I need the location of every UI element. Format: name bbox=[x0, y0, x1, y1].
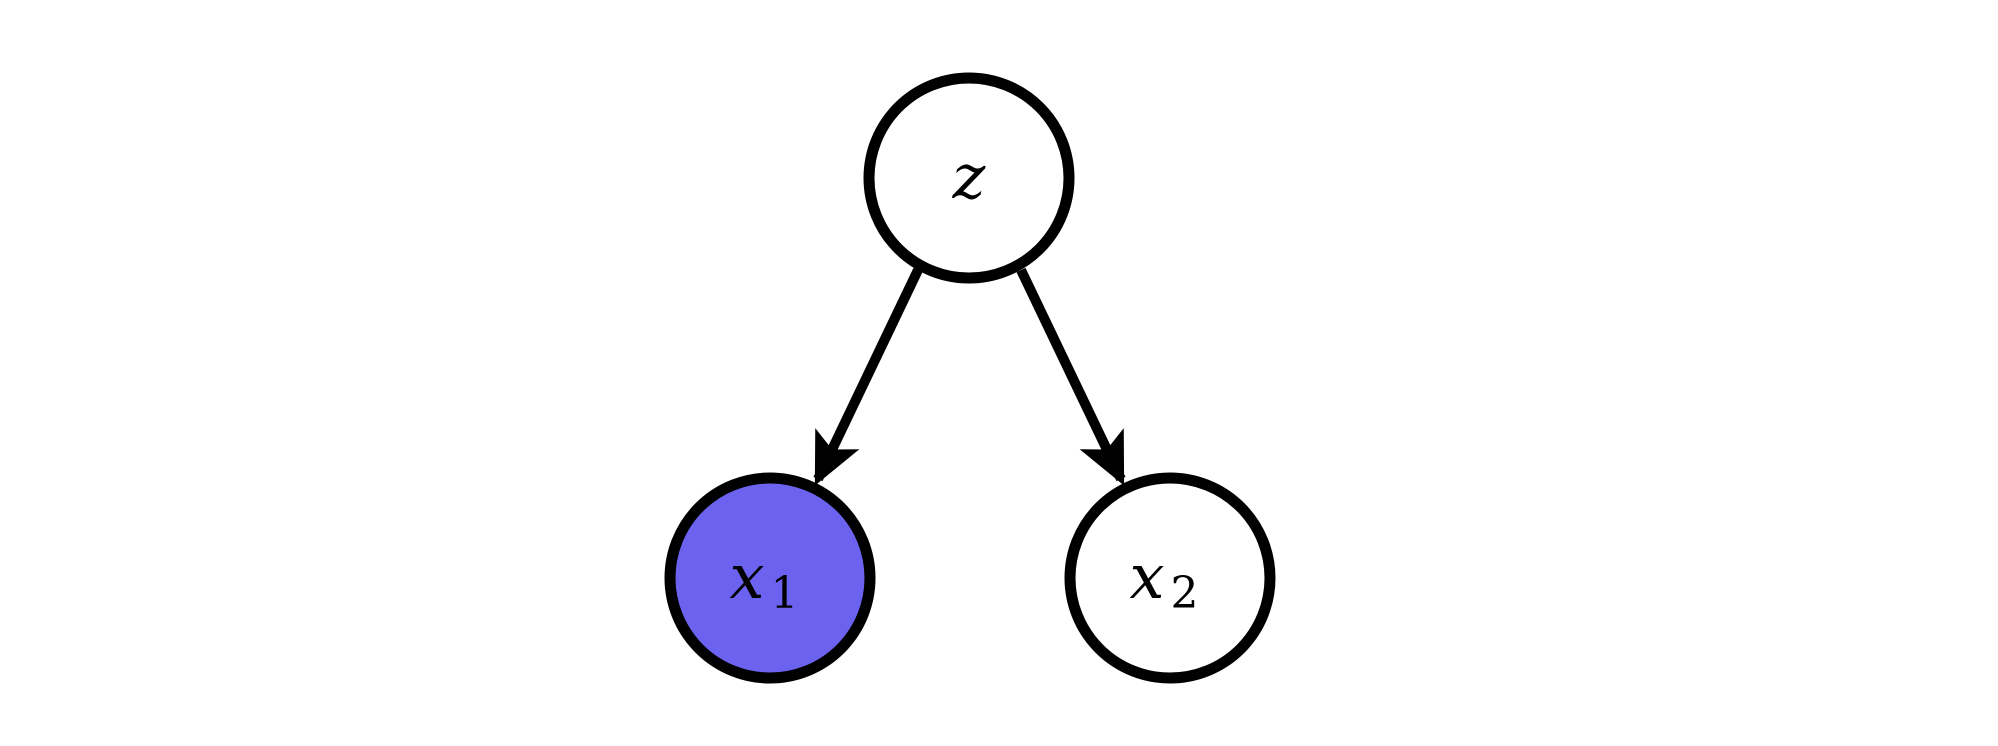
node-z-label: z bbox=[952, 140, 986, 213]
node-x2-circle[interactable] bbox=[1064, 472, 1276, 684]
node-x1-circle[interactable] bbox=[664, 472, 876, 684]
edge-group bbox=[813, 267, 1126, 486]
node-x1-subscript: 1 bbox=[770, 568, 798, 619]
node-x2-subscript: 2 bbox=[1170, 568, 1198, 619]
node-z-circle[interactable] bbox=[863, 72, 1075, 284]
edge-z-to-x1[interactable] bbox=[813, 267, 923, 486]
edge-z-to-x2[interactable] bbox=[1016, 267, 1126, 486]
node-z[interactable]: z bbox=[863, 72, 1075, 284]
